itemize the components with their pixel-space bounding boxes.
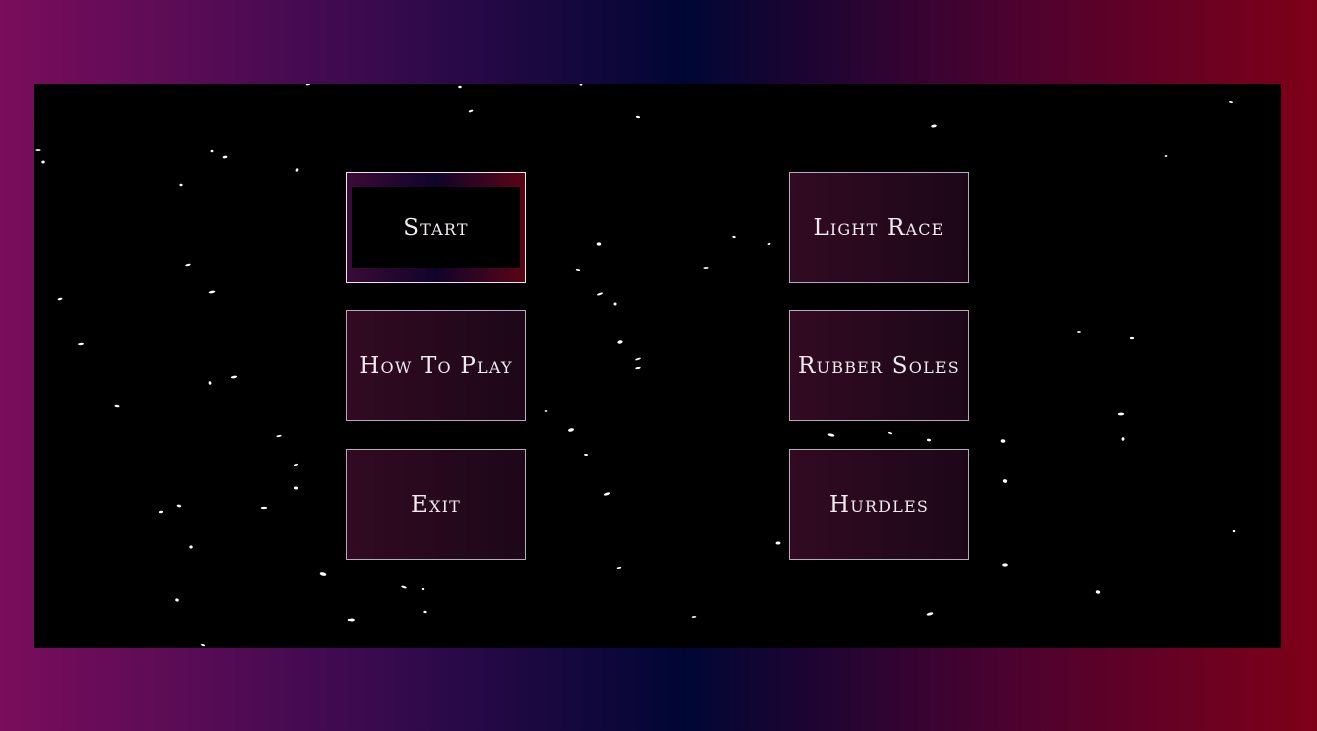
star [176, 504, 182, 508]
star [423, 610, 427, 614]
how-to-play-button[interactable]: How To Play [346, 310, 526, 421]
star [208, 381, 212, 385]
star [293, 463, 299, 467]
star [260, 506, 268, 510]
star [210, 149, 214, 153]
star [579, 84, 583, 86]
star [767, 242, 771, 246]
star [468, 109, 474, 113]
star [1000, 439, 1006, 443]
star [635, 366, 641, 370]
start-button[interactable]: Start [346, 172, 526, 283]
start-button-label: Start [403, 214, 469, 241]
game-canvas: Start How To Play Exit Light Race Rubber… [34, 84, 1281, 648]
star [1002, 563, 1008, 567]
star [926, 612, 934, 616]
star [458, 85, 462, 89]
star [230, 375, 238, 379]
starfield [35, 84, 1236, 647]
star [158, 510, 164, 514]
star [1164, 155, 1168, 157]
star [635, 115, 641, 119]
star [305, 84, 311, 86]
star [603, 492, 611, 496]
star [691, 616, 697, 618]
star [616, 567, 622, 569]
star [613, 302, 617, 306]
start-button-highlight [352, 187, 520, 268]
star [41, 160, 45, 164]
star [276, 434, 282, 438]
star [703, 267, 709, 269]
rubber-soles-button[interactable]: Rubber Soles [789, 310, 969, 421]
star [1121, 437, 1125, 441]
star [568, 428, 574, 432]
hurdles-button[interactable]: Hurdles [789, 449, 969, 560]
star [179, 183, 183, 187]
star [887, 431, 893, 435]
star [189, 545, 193, 549]
star [208, 290, 216, 294]
light-race-button[interactable]: Light Race [789, 172, 969, 283]
hurdles-button-label: Hurdles [828, 491, 930, 518]
star [35, 149, 41, 151]
star [401, 585, 407, 589]
star [175, 598, 179, 602]
star [596, 292, 604, 296]
star [1129, 336, 1135, 340]
rubber-soles-button-label: Rubber Soles [798, 352, 960, 379]
star [635, 357, 641, 361]
star [544, 410, 548, 412]
star [1077, 331, 1081, 333]
star [1095, 590, 1101, 594]
star [200, 643, 206, 647]
star [575, 268, 581, 272]
star [732, 235, 736, 239]
star [293, 486, 299, 490]
star [185, 263, 191, 267]
star [347, 618, 351, 622]
star [596, 242, 602, 246]
star [931, 124, 937, 128]
exit-button[interactable]: Exit [346, 449, 526, 560]
star [926, 438, 932, 442]
star [349, 618, 355, 622]
star [421, 587, 425, 591]
star [617, 340, 623, 344]
star [114, 404, 120, 408]
star [827, 433, 835, 437]
star [295, 168, 299, 172]
how-to-play-button-label: How To Play [359, 352, 513, 379]
star [57, 297, 63, 301]
star [1002, 479, 1008, 483]
star [1232, 529, 1236, 533]
star [1229, 101, 1233, 103]
star [775, 541, 781, 545]
star [222, 155, 228, 159]
star [319, 572, 327, 576]
star [583, 453, 589, 457]
star [78, 342, 84, 346]
exit-button-label: Exit [411, 491, 461, 518]
light-race-button-label: Light Race [813, 214, 945, 241]
star [1117, 412, 1125, 416]
